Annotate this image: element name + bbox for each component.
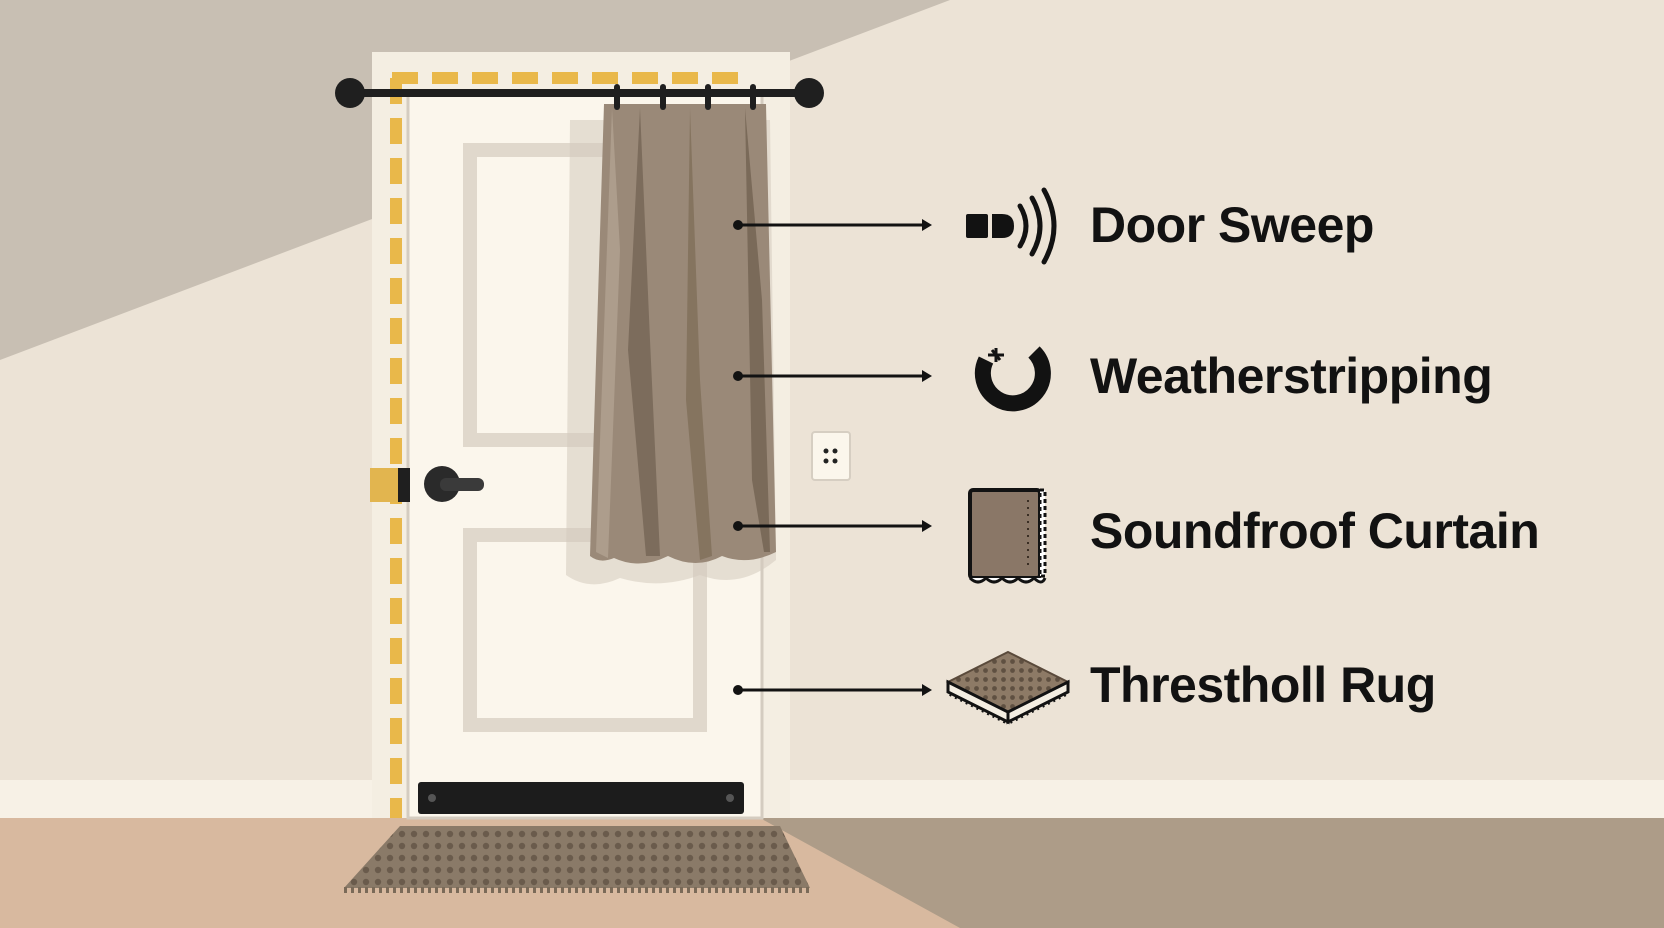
callout-lines — [733, 219, 932, 696]
floor-shadow — [760, 818, 1664, 928]
door-sweep — [418, 782, 744, 814]
soundproof-curtain — [335, 78, 824, 585]
curtain-panel-icon — [968, 488, 1047, 584]
rug-icon — [945, 650, 1071, 725]
callout-label-soundproof-curtain: Soundfroof Curtain — [1090, 503, 1540, 559]
callout-label-weatherstripping: Weatherstripping — [1090, 348, 1493, 404]
callout-line-weatherstripping — [733, 370, 932, 382]
rod-finial-left — [335, 78, 365, 108]
callout-label-door-sweep: Door Sweep — [1090, 197, 1374, 253]
door-handle-lever — [440, 478, 484, 491]
baseboard — [0, 780, 1664, 820]
callout-label-threshold-rug: Threstholl Rug — [1090, 657, 1436, 713]
wall-outlet — [811, 431, 851, 481]
callout-line-door-sweep — [733, 219, 932, 231]
rug-body — [344, 826, 810, 888]
callout-line-rug — [733, 684, 932, 696]
rod-finial-right — [794, 78, 824, 108]
threshold-rug — [344, 826, 810, 893]
callout-line-curtain — [733, 520, 932, 532]
weatherstripping-icon — [974, 346, 1051, 412]
door-sweep-icon — [966, 187, 1057, 265]
